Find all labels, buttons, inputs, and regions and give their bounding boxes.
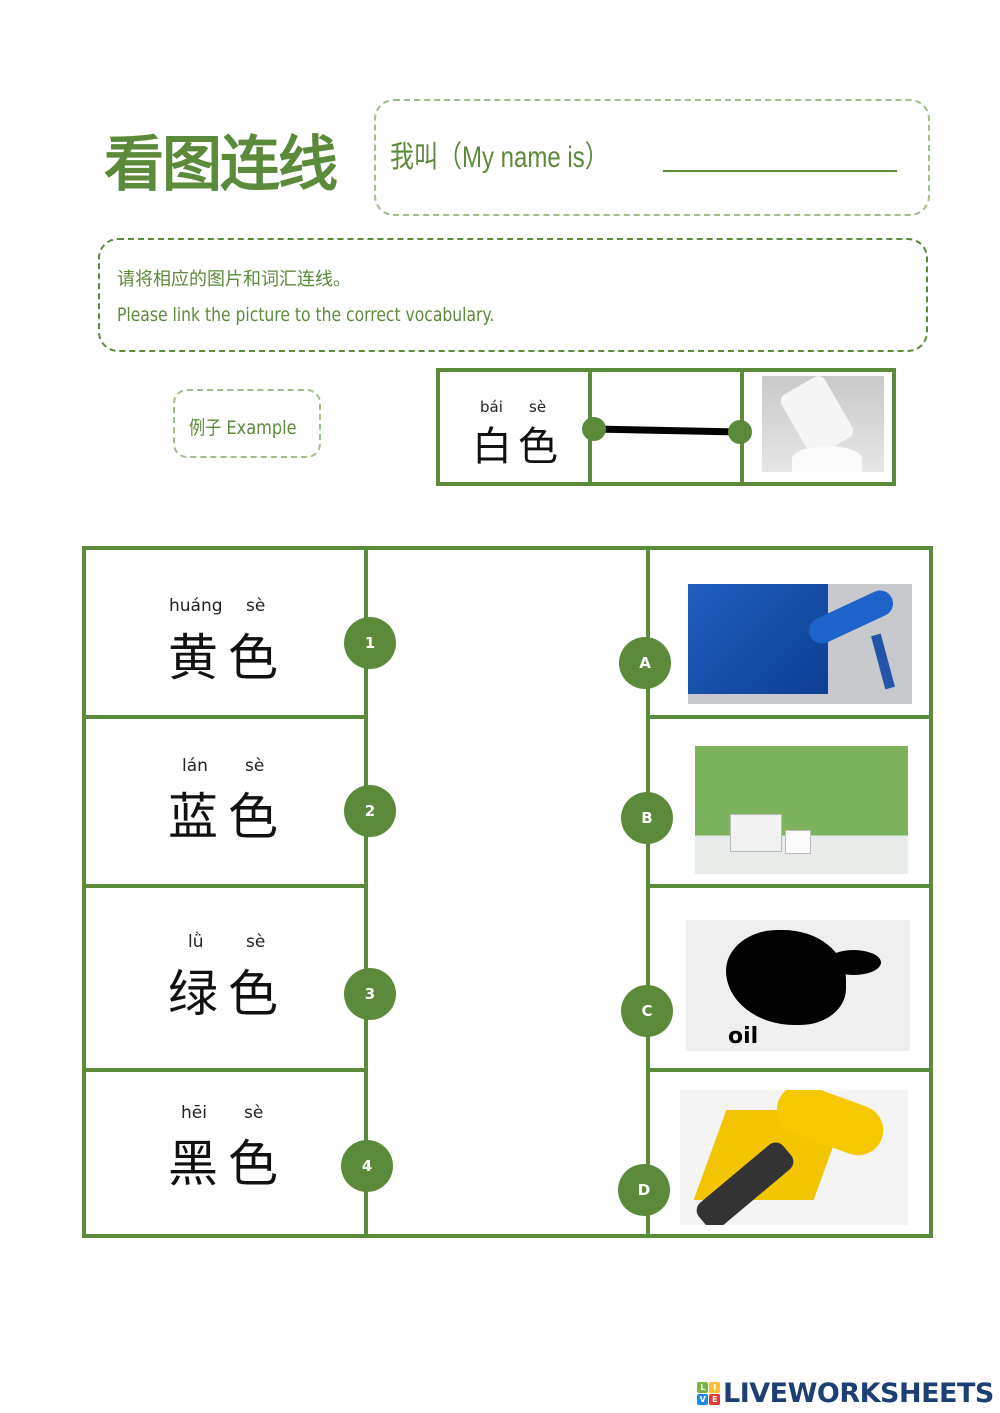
connector-dot-1[interactable]: 1: [344, 617, 396, 669]
word-1-pinyin-2: sè: [246, 596, 266, 616]
matching-table: [82, 546, 933, 1238]
divider: [82, 884, 366, 888]
example-box: [173, 389, 321, 458]
connector-dot-d[interactable]: D: [618, 1164, 670, 1216]
divider: [646, 546, 650, 1238]
divider: [82, 1068, 366, 1072]
black-oil-picture: oil: [686, 920, 910, 1051]
word-2-hanzi: 蓝色: [168, 788, 288, 846]
white-paint-picture: [762, 373, 884, 472]
green-paint-picture: [695, 746, 908, 874]
example-label: 例子 Example: [189, 417, 297, 439]
example-connecting-line: [582, 417, 752, 444]
page-title: 看图连线: [104, 130, 338, 200]
name-input-line[interactable]: [663, 170, 897, 172]
connector-dot-a[interactable]: A: [619, 637, 671, 689]
divider: [82, 715, 366, 719]
word-3-hanzi: 绿色: [168, 965, 288, 1023]
oil-caption: oil: [728, 1024, 759, 1049]
connector-dot-c[interactable]: C: [621, 985, 673, 1037]
yellow-paint-picture: [680, 1090, 908, 1225]
instructions-chinese: 请将相应的图片和词汇连线。: [117, 269, 351, 290]
connector-dot-4[interactable]: 4: [341, 1140, 393, 1192]
name-box: [374, 99, 930, 216]
divider: [364, 546, 368, 1238]
example-pinyin-1: bái: [480, 398, 503, 416]
connector-dot-2[interactable]: 2: [344, 785, 396, 837]
example-table: [436, 368, 896, 486]
instructions-english: Please link the picture to the correct v…: [117, 304, 495, 326]
connector-dot-b[interactable]: B: [621, 792, 673, 844]
word-4-hanzi: 黑色: [168, 1135, 288, 1193]
example-hanzi: 白色: [472, 424, 564, 470]
word-3-pinyin-2: sè: [246, 932, 266, 952]
logo-text: LIVEWORKSHEETS: [723, 1378, 994, 1409]
word-4-pinyin-1: hēi: [181, 1103, 207, 1123]
divider: [646, 715, 933, 719]
word-3-pinyin-1: lǜ: [188, 932, 204, 952]
word-1-hanzi: 黄色: [168, 629, 288, 687]
divider: [646, 884, 933, 888]
example-pinyin-2: sè: [529, 398, 547, 416]
word-2-pinyin-2: sè: [245, 756, 265, 776]
connector-dot-3[interactable]: 3: [344, 968, 396, 1020]
divider: [646, 1068, 933, 1072]
name-label: 我叫（My name is）: [390, 141, 609, 174]
instructions-box: [98, 238, 928, 352]
blue-paint-picture: [688, 584, 912, 704]
word-4-pinyin-2: sè: [244, 1103, 264, 1123]
word-2-pinyin-1: lán: [182, 756, 208, 776]
word-1-pinyin-1: huáng: [169, 596, 223, 616]
